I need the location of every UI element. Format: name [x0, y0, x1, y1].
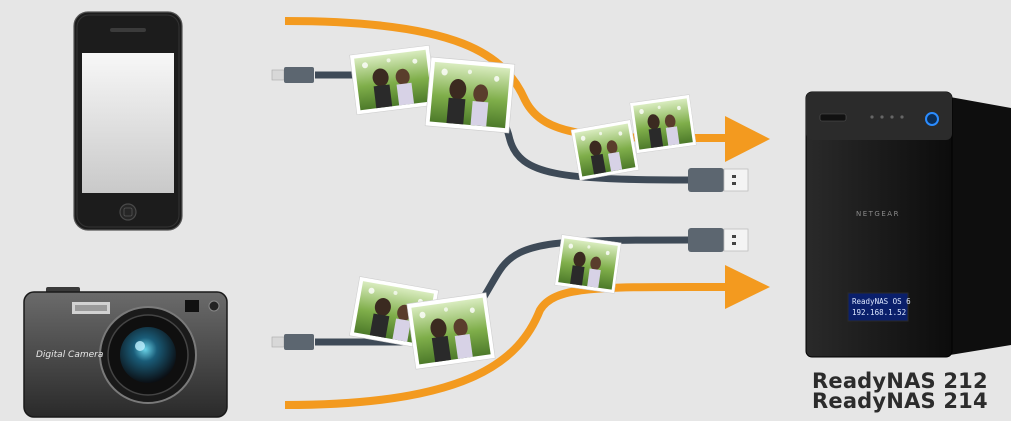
nas-lcd-line-1: ReadyNAS OS 6	[852, 297, 911, 306]
usb-a-connector-bottom-icon	[688, 228, 748, 252]
flow-path-bottom	[285, 287, 730, 405]
photo-print-icon	[407, 293, 495, 369]
usb-micro-connector-top-icon	[272, 67, 314, 83]
photo-print-icon	[630, 95, 697, 154]
nas-brand: NETGEAR	[856, 210, 900, 218]
nas-model-214: ReadyNAS 214	[812, 391, 1011, 411]
nas-device-icon: NETGEAR ReadyNAS OS 6 192.168.1.52	[806, 92, 1011, 357]
photo-print-icon	[555, 235, 622, 294]
nas-lcd-line-2: 192.168.1.52	[852, 308, 906, 317]
flow-arrow-bottom-icon	[725, 265, 770, 309]
usb-a-connector-top-icon	[688, 168, 748, 192]
digital-camera-icon: Digital Camera	[24, 287, 227, 417]
nas-model-212: ReadyNAS 212	[812, 371, 1011, 391]
flow-arrow-top-icon	[725, 116, 770, 162]
power-led-icon	[926, 113, 938, 125]
photo-print-icon	[425, 57, 515, 133]
photo-print-icon	[571, 120, 639, 181]
smartphone-icon	[74, 12, 182, 230]
photo-print-icon	[350, 45, 437, 114]
usb-micro-connector-bottom-icon	[272, 334, 314, 350]
camera-label: Digital Camera	[36, 350, 103, 360]
